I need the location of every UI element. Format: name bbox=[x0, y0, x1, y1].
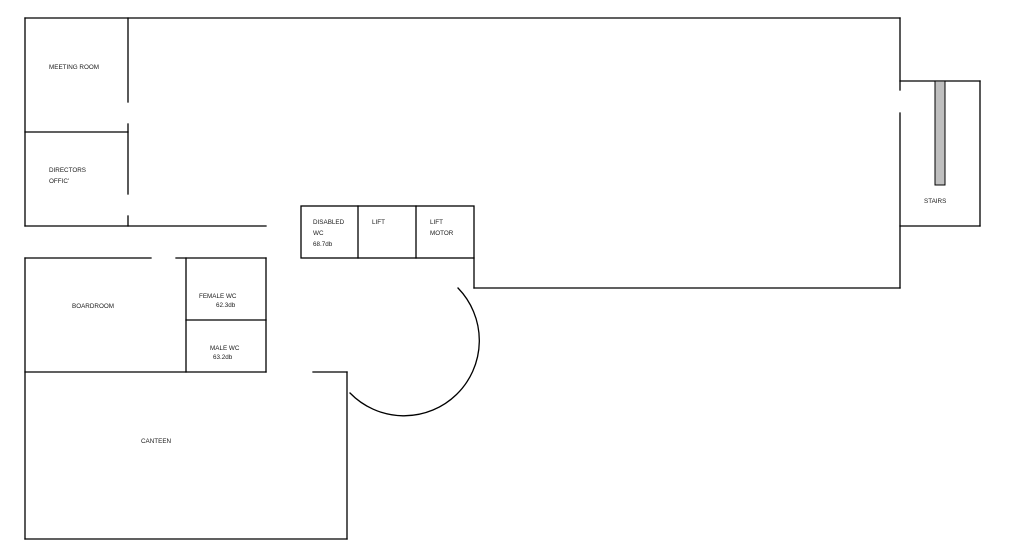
label-lift: LIFT bbox=[372, 219, 385, 226]
room-labels: MEETING ROOM DIRECTORS OFFIC' BOARDROOM … bbox=[49, 64, 946, 445]
label-directors-office-2: OFFIC' bbox=[49, 178, 69, 185]
label-disabled-wc-level: 68.7db bbox=[313, 241, 333, 248]
label-boardroom: BOARDROOM bbox=[72, 303, 114, 310]
label-male-wc: MALE WC bbox=[210, 345, 240, 352]
label-directors-office-1: DIRECTORS bbox=[49, 167, 86, 174]
label-female-wc: FEMALE WC bbox=[199, 293, 237, 300]
label-male-wc-level: 63.2db bbox=[213, 354, 233, 361]
walls bbox=[24, 17, 981, 540]
stair-pillar bbox=[934, 80, 946, 186]
label-disabled-wc-2: WC bbox=[313, 230, 324, 237]
service-block bbox=[300, 205, 475, 259]
label-canteen: CANTEEN bbox=[141, 438, 172, 445]
label-lift-motor-1: LIFT bbox=[430, 219, 443, 226]
label-meeting-room: MEETING ROOM bbox=[49, 64, 99, 71]
label-female-wc-level: 62.3db bbox=[216, 302, 236, 309]
entrance-curved-wall bbox=[349, 287, 480, 417]
label-stairs: STAIRS bbox=[924, 198, 946, 205]
label-lift-motor-2: MOTOR bbox=[430, 230, 454, 237]
label-disabled-wc-1: DISABLED bbox=[313, 219, 345, 226]
